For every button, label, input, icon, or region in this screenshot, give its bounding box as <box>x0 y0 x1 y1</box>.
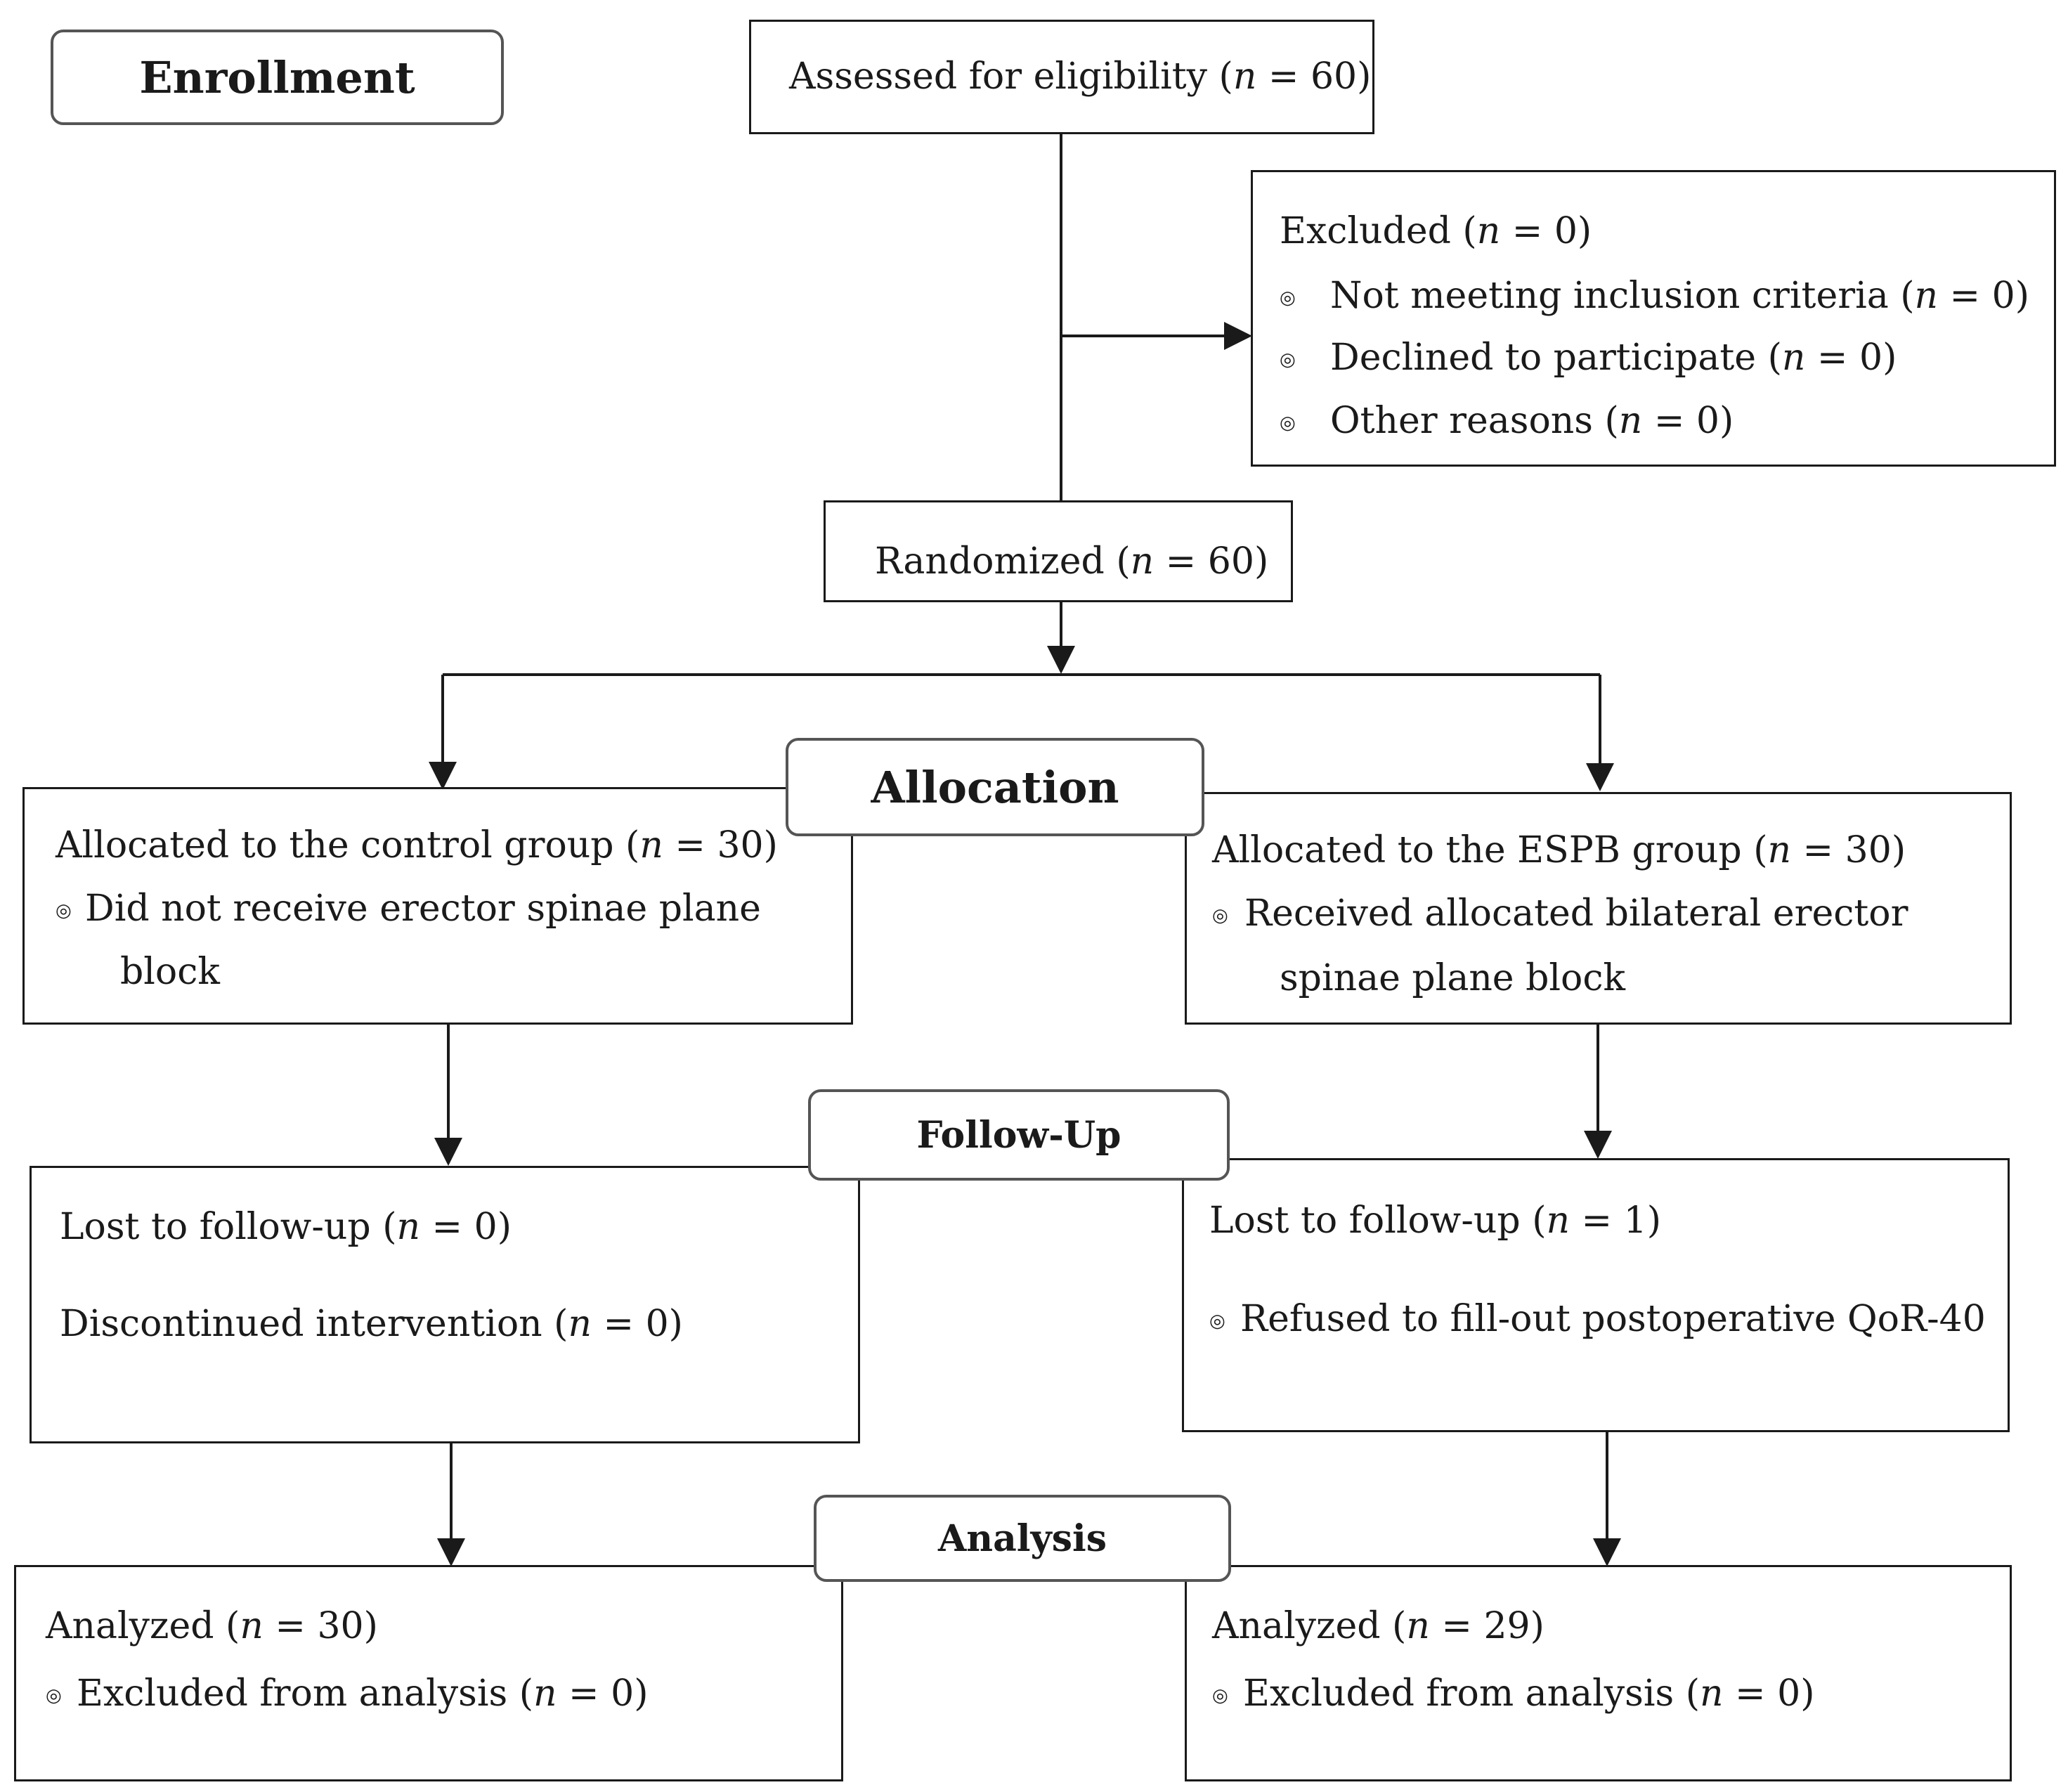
espb-analyzed-text: Analyzed (n = 29) <box>1212 1608 1545 1644</box>
assessed-text: Assessed for eligibility (n = 60) <box>789 58 1371 95</box>
control-allocated-value: = 30) <box>663 824 778 866</box>
bullet-icon: ◎ <box>1209 1311 1225 1332</box>
espb-excluded-analysis-text: Excluded from analysis (n = 0) <box>1243 1675 1814 1712</box>
excluded-item-2-n: n <box>1781 337 1806 379</box>
control-discontinued-value: = 0) <box>591 1303 683 1345</box>
bullet-icon: ◎ <box>1212 905 1228 926</box>
espb-note-line2: spinae plane block <box>1280 957 1625 999</box>
espb-analyzed-value: = 29) <box>1429 1605 1545 1647</box>
excluded-item-2-value: = 0) <box>1805 337 1897 379</box>
excluded-item-3-label: Other reasons ( <box>1330 400 1619 442</box>
stage-follow-up-label: Follow-Up <box>916 1113 1121 1157</box>
control-followup-box: Lost to follow-up (n = 0) Discontinued i… <box>30 1166 860 1443</box>
stage-follow-up: Follow-Up <box>808 1089 1230 1181</box>
control-discontinued-label: Discontinued intervention ( <box>60 1303 568 1345</box>
stage-allocation: Allocation <box>786 738 1204 836</box>
control-note-line2: block <box>120 951 220 993</box>
bullet-icon: ◎ <box>46 1685 62 1706</box>
control-lost-n: n <box>396 1206 420 1248</box>
espb-excluded-analysis-n: n <box>1699 1673 1724 1715</box>
control-allocated-text: Allocated to the control group (n = 30) <box>56 827 778 864</box>
excluded-item-1-label: Not meeting inclusion criteria ( <box>1330 275 1915 317</box>
stage-analysis: Analysis <box>814 1495 1231 1582</box>
control-allocation-box: Allocated to the control group (n = 30) … <box>22 787 853 1025</box>
assessed-n-symbol: n <box>1233 56 1257 98</box>
espb-note-line1: Received allocated bilateral erector <box>1244 892 1908 935</box>
assessed-box: Assessed for eligibility (n = 60) <box>749 20 1374 134</box>
control-analyzed-value: = 30) <box>263 1605 378 1647</box>
excluded-item-3: Other reasons (n = 0) <box>1330 403 1734 439</box>
control-excluded-analysis-label: Excluded from analysis ( <box>77 1673 533 1715</box>
control-lost-value: = 0) <box>420 1206 512 1248</box>
control-excluded-analysis-value: = 0) <box>557 1673 649 1715</box>
bullet-icon: ◎ <box>1212 1685 1228 1706</box>
randomized-label: Randomized ( <box>875 540 1131 583</box>
excluded-title-label: Excluded ( <box>1280 210 1477 252</box>
excluded-item-1: Not meeting inclusion criteria (n = 0) <box>1330 278 2029 314</box>
stage-enrollment-label: Enrollment <box>139 51 415 103</box>
excluded-box: Excluded (n = 0) ◎ Not meeting inclusion… <box>1251 170 2056 467</box>
control-analyzed-n: n <box>240 1605 264 1647</box>
bullet-icon: ◎ <box>56 900 72 921</box>
espb-allocated-value: = 30) <box>1791 829 1906 871</box>
bullet-icon: ◎ <box>1280 413 1296 434</box>
espb-analysis-box: Analyzed (n = 29) ◎ Excluded from analys… <box>1185 1565 2012 1781</box>
control-allocated-n: n <box>639 824 663 866</box>
control-note-line1: Did not receive erector spinae plane <box>85 888 761 930</box>
assessed-value: = 60) <box>1256 56 1372 98</box>
assessed-label: Assessed for eligibility ( <box>789 56 1233 98</box>
excluded-item-2: Declined to participate (n = 0) <box>1330 339 1897 376</box>
espb-lost-value: = 1) <box>1569 1200 1661 1242</box>
randomized-box: Randomized (n = 60) <box>824 500 1293 602</box>
excluded-item-3-value: = 0) <box>1642 400 1734 442</box>
control-lost-text: Lost to follow-up (n = 0) <box>60 1209 512 1245</box>
control-lost-label: Lost to follow-up ( <box>60 1206 397 1248</box>
control-analysis-box: Analyzed (n = 30) ◎ Excluded from analys… <box>14 1565 843 1781</box>
espb-excluded-analysis-value: = 0) <box>1723 1673 1815 1715</box>
espb-followup-box: Lost to follow-up (n = 1) ◎ Refused to f… <box>1182 1158 2010 1432</box>
espb-analyzed-n: n <box>1406 1605 1430 1647</box>
espb-excluded-analysis-label: Excluded from analysis ( <box>1243 1673 1700 1715</box>
control-excluded-analysis-text: Excluded from analysis (n = 0) <box>77 1675 648 1712</box>
control-analyzed-text: Analyzed (n = 30) <box>46 1608 378 1644</box>
espb-refused-text: Refused to fill-out postoperative QoR-40 <box>1240 1298 1986 1340</box>
espb-analyzed-label: Analyzed ( <box>1212 1605 1407 1647</box>
excluded-title: Excluded (n = 0) <box>1280 213 1592 249</box>
espb-allocated-label: Allocated to the ESPB group ( <box>1212 829 1768 871</box>
stage-allocation-label: Allocation <box>871 761 1119 813</box>
randomized-n: n <box>1130 540 1155 583</box>
espb-allocation-box: Allocated to the ESPB group (n = 30) ◎ R… <box>1185 792 2012 1025</box>
control-excluded-analysis-n: n <box>533 1673 557 1715</box>
excluded-item-1-n: n <box>1914 275 1939 317</box>
randomized-text: Randomized (n = 60) <box>875 543 1268 580</box>
excluded-item-2-label: Declined to participate ( <box>1330 337 1782 379</box>
control-allocated-label: Allocated to the control group ( <box>56 824 640 866</box>
espb-lost-n: n <box>1546 1200 1570 1242</box>
excluded-item-1-value: = 0) <box>1938 275 2030 317</box>
espb-allocated-n: n <box>1767 829 1792 871</box>
control-discontinued-text: Discontinued intervention (n = 0) <box>60 1306 683 1342</box>
espb-lost-label: Lost to follow-up ( <box>1209 1200 1547 1242</box>
bullet-icon: ◎ <box>1280 287 1296 309</box>
espb-lost-text: Lost to follow-up (n = 1) <box>1209 1202 1661 1239</box>
bullet-icon: ◎ <box>1280 349 1296 370</box>
control-analyzed-label: Analyzed ( <box>46 1605 240 1647</box>
stage-enrollment: Enrollment <box>51 30 504 125</box>
excluded-title-n: n <box>1476 210 1501 252</box>
stage-analysis-label: Analysis <box>937 1517 1107 1560</box>
excluded-title-value: = 0) <box>1500 210 1592 252</box>
espb-allocated-text: Allocated to the ESPB group (n = 30) <box>1212 832 1906 869</box>
control-discontinued-n: n <box>568 1303 592 1345</box>
randomized-value: = 60) <box>1154 540 1269 583</box>
excluded-item-3-n: n <box>1618 400 1643 442</box>
